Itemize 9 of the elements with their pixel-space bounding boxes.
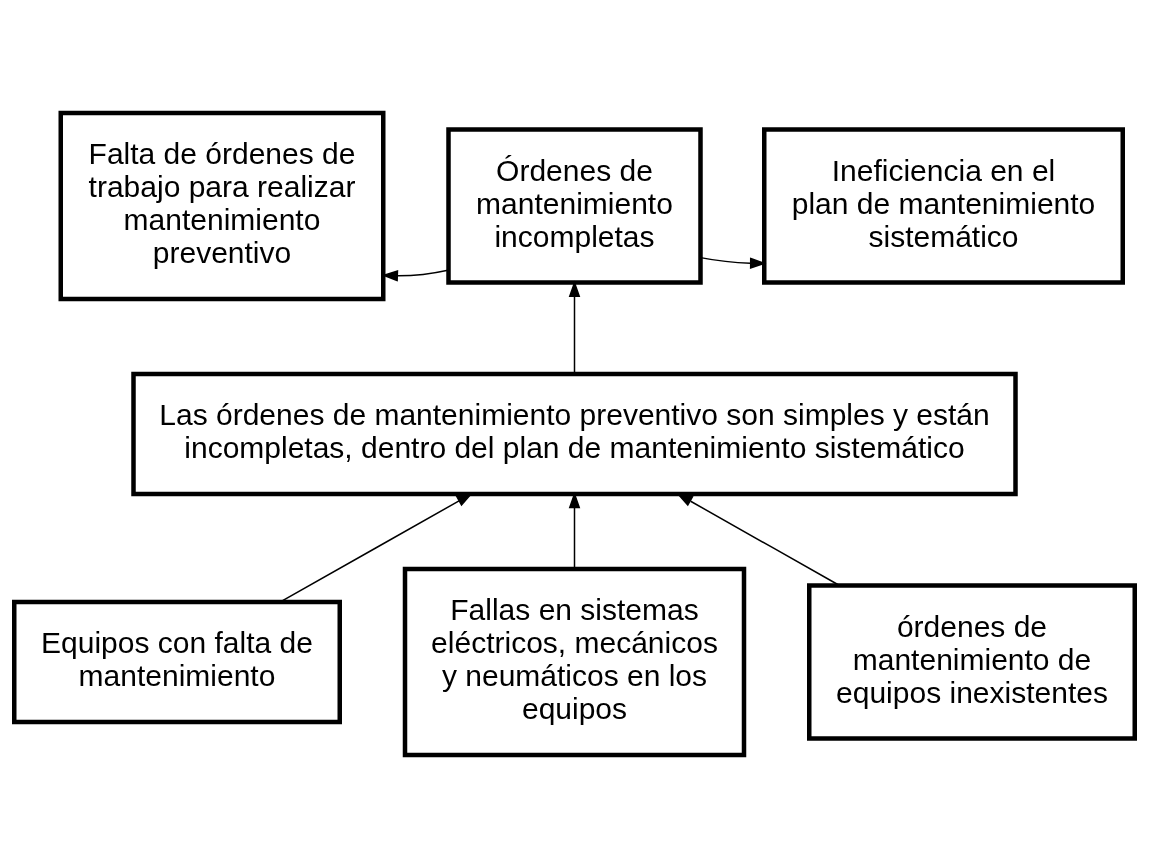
- node-box: Fallas en sistemas eléctricos, mecánicos y neumáticos en los equipos: [402, 566, 747, 757]
- arrow: [699, 256, 767, 269]
- arrow: [568, 279, 581, 375]
- node-box: Las órdenes de mantenimiento preventivo son simples y están incompletas, dentro del plan de mantenimiento sistemático: [131, 371, 1018, 496]
- node-box: Ineficiencia en el plan de mantenimiento sistemático: [762, 126, 1125, 285]
- node-box: órdenes de mantenimiento de equipos inexistentes: [807, 582, 1137, 741]
- node-box: Equipos con falta de mantenimiento: [12, 599, 342, 724]
- node-box: Falta de órdenes de trabajo para realizar mantenimiento preventivo: [58, 110, 386, 301]
- node-box: Órdenes de mantenimiento incompletas: [446, 126, 703, 285]
